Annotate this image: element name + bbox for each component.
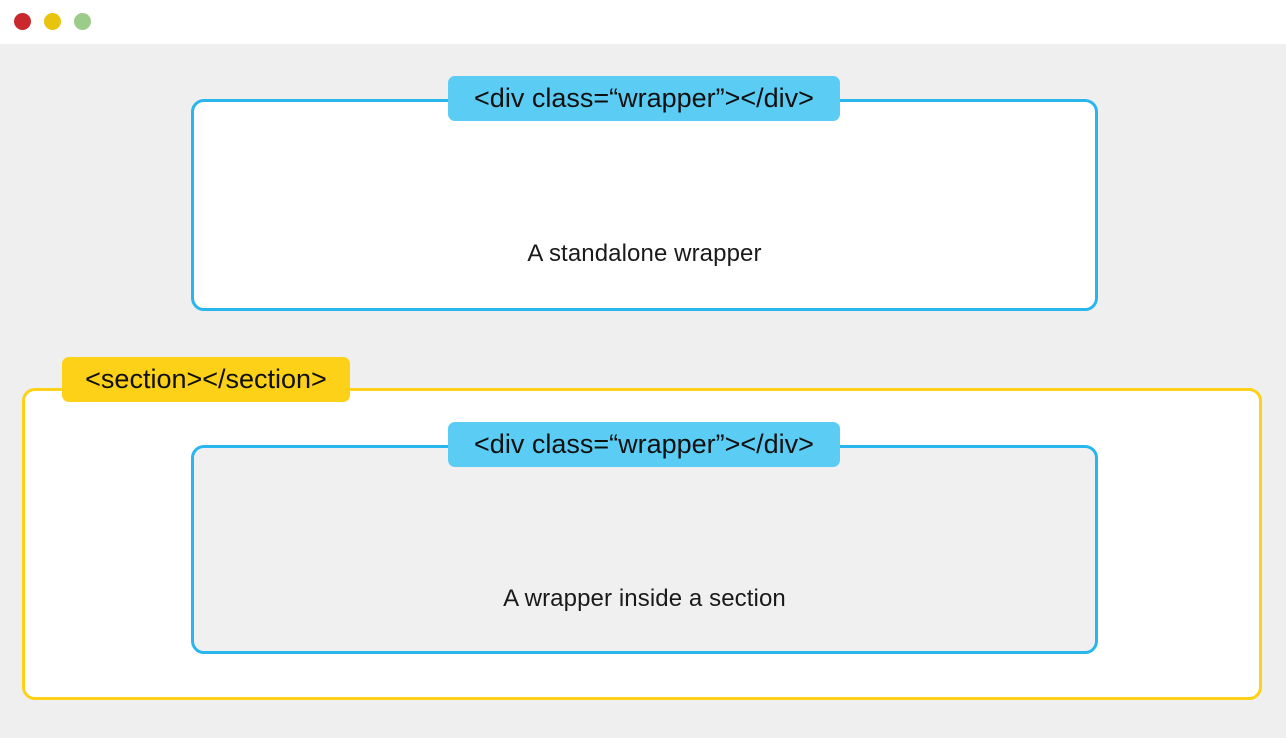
window-controls bbox=[14, 13, 91, 30]
standalone-wrapper-box: A standalone wrapper bbox=[191, 99, 1098, 311]
maximize-window-button[interactable] bbox=[74, 13, 91, 30]
standalone-wrapper-label: A standalone wrapper bbox=[527, 240, 762, 267]
nested-wrapper-label: A wrapper inside a section bbox=[503, 585, 786, 612]
diagram-canvas: A standalone wrapper <div class=“wrapper… bbox=[0, 44, 1286, 738]
section-tag-badge: <section></section> bbox=[62, 357, 350, 402]
minimize-window-button[interactable] bbox=[44, 13, 61, 30]
window-titlebar bbox=[0, 0, 1286, 44]
standalone-wrapper-tag-badge: <div class=“wrapper”></div> bbox=[448, 76, 840, 121]
nested-wrapper-box: A wrapper inside a section bbox=[191, 445, 1098, 654]
close-window-button[interactable] bbox=[14, 13, 31, 30]
nested-wrapper-tag-badge: <div class=“wrapper”></div> bbox=[448, 422, 840, 467]
